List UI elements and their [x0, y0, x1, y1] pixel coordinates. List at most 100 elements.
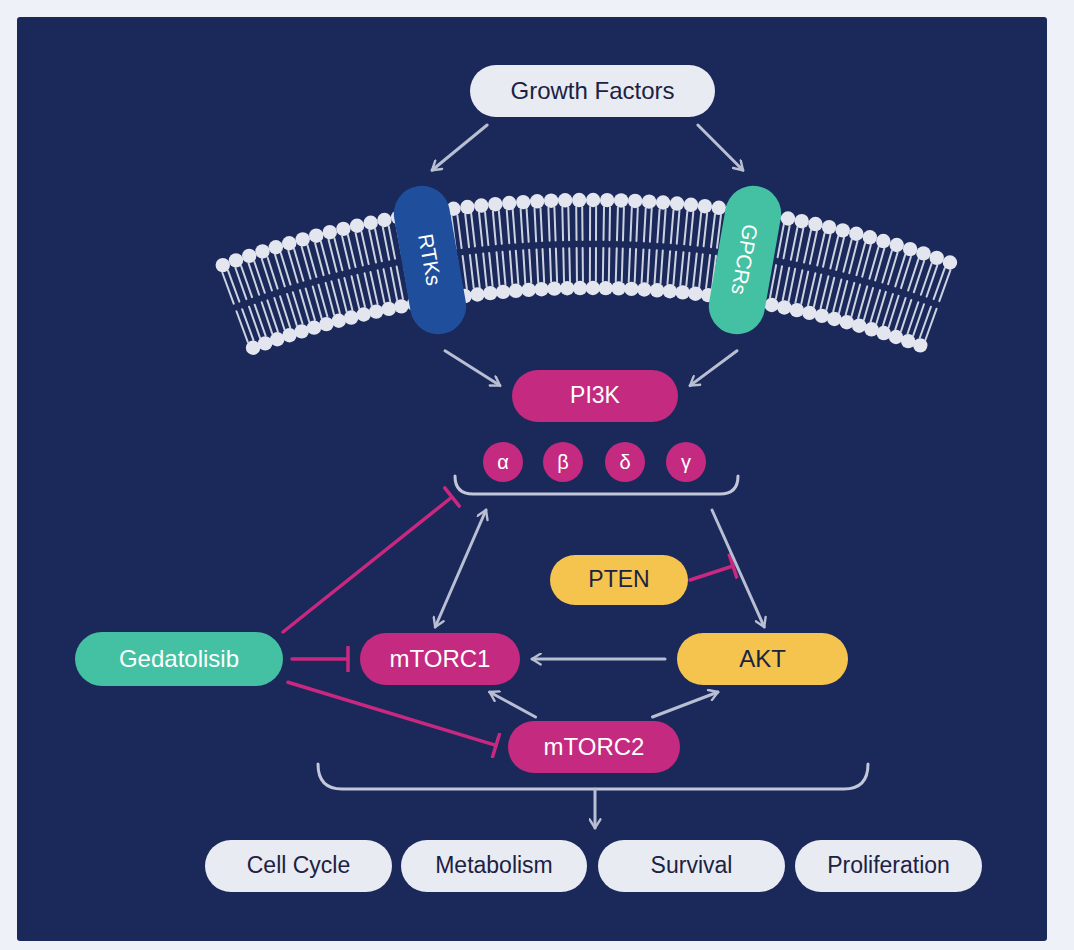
lipid-tail: [378, 270, 385, 302]
phospholipid: [572, 193, 587, 295]
lipid-head: [216, 258, 230, 272]
lipid-tail: [307, 245, 316, 277]
lipid-head: [624, 282, 638, 296]
lipid-tail: [783, 268, 790, 300]
lipid-tail: [222, 273, 233, 304]
lipid-tail: [365, 273, 372, 305]
lipid-tail: [616, 207, 619, 240]
lipid-tail: [595, 248, 597, 281]
lipid-tail: [568, 248, 571, 281]
background-panel: [17, 17, 1047, 941]
inhibition-connector: [283, 497, 452, 632]
lipid-head: [586, 193, 600, 207]
lipid-head: [307, 320, 321, 334]
lipid-tail: [801, 272, 808, 304]
lipid-head: [282, 236, 296, 250]
lipid-tail: [629, 249, 630, 282]
lipid-tail: [608, 248, 611, 281]
lipid-tail: [236, 311, 247, 342]
lipid-tail: [561, 207, 564, 240]
kinase-box: PI3K: [512, 370, 678, 422]
phospholipid: [675, 198, 698, 300]
lipid-head: [319, 317, 333, 331]
lipid-tail: [548, 208, 549, 241]
lipid-tail: [589, 207, 591, 240]
lipid-tail: [497, 252, 500, 285]
lipid-tail: [908, 302, 919, 333]
lipid-tail: [540, 208, 542, 241]
isoform-circle: β: [543, 442, 583, 482]
lipid-head: [777, 300, 791, 314]
lipid-head: [350, 219, 364, 233]
lipid-tail: [556, 249, 557, 282]
lipid-tail: [523, 250, 525, 283]
lipid-head: [364, 216, 378, 230]
phospholipid: [242, 249, 284, 347]
lipid-tail: [699, 254, 703, 287]
lipid-tail: [489, 253, 492, 286]
lipid-tail: [471, 214, 475, 247]
regulator-pill: PTEN: [550, 555, 688, 605]
lipid-head: [599, 281, 613, 295]
lipid-head: [356, 307, 370, 321]
lipid-tail: [939, 270, 950, 301]
lipid-tail: [357, 275, 365, 307]
phospholipid: [364, 216, 396, 317]
lipid-head: [269, 240, 283, 254]
lipid-head: [802, 306, 816, 320]
lipid-tail: [267, 257, 277, 288]
lipid-head: [572, 193, 586, 207]
lipid-head: [496, 285, 510, 299]
lipid-tail: [667, 251, 670, 284]
lipid-tail: [677, 211, 680, 244]
lipid-tail: [615, 248, 618, 281]
lipid-head: [470, 287, 484, 301]
lipid-head: [663, 284, 677, 298]
node-label: AKT: [739, 646, 786, 672]
node-label: α: [497, 451, 509, 473]
lipid-head: [876, 234, 890, 248]
lipid-head: [781, 211, 795, 225]
lipid-tail: [370, 272, 377, 304]
lipid-tail: [383, 269, 390, 301]
lipid-tail: [920, 307, 931, 338]
lipid-tail: [644, 208, 646, 241]
lipid-tail: [602, 207, 605, 240]
phospholipid: [282, 236, 321, 335]
outcome-arrow: [594, 789, 597, 828]
lipid-tail: [704, 213, 708, 246]
lipid-tail: [527, 209, 529, 242]
lipid-tail: [389, 226, 395, 258]
lipid-tail: [575, 207, 577, 240]
lipid-head: [642, 194, 656, 208]
lipid-head: [827, 312, 841, 326]
lipid-head: [516, 195, 530, 209]
isoform-circle: α: [483, 442, 523, 482]
lipid-tail: [826, 278, 834, 310]
arrow-connector: [432, 125, 487, 170]
lipid-tail: [851, 284, 860, 316]
node-label: Survival: [651, 853, 733, 878]
lipid-head: [688, 286, 702, 300]
lipid-tail: [791, 227, 798, 259]
lipid-tail: [550, 249, 551, 282]
lipid-head: [573, 281, 587, 295]
lipid-tail: [397, 266, 403, 298]
lipid-head: [460, 200, 474, 214]
lipid-tail: [684, 211, 687, 244]
lipid-tail: [369, 230, 376, 262]
lipid-tail: [642, 249, 644, 282]
lipid-tail: [470, 255, 474, 288]
lipid-tail: [581, 207, 583, 240]
lipid-tail: [693, 254, 697, 287]
lipid-head: [863, 230, 877, 244]
lipid-tail: [503, 252, 506, 285]
node-label: γ: [681, 451, 691, 473]
lipid-tail: [934, 268, 945, 299]
lipid-head: [849, 227, 863, 241]
phospholipid: [688, 199, 712, 301]
node-label: Gedatolisib: [119, 646, 239, 672]
lipid-tail: [621, 249, 624, 282]
phospholipid: [790, 217, 823, 317]
lipid-tail: [361, 232, 368, 264]
